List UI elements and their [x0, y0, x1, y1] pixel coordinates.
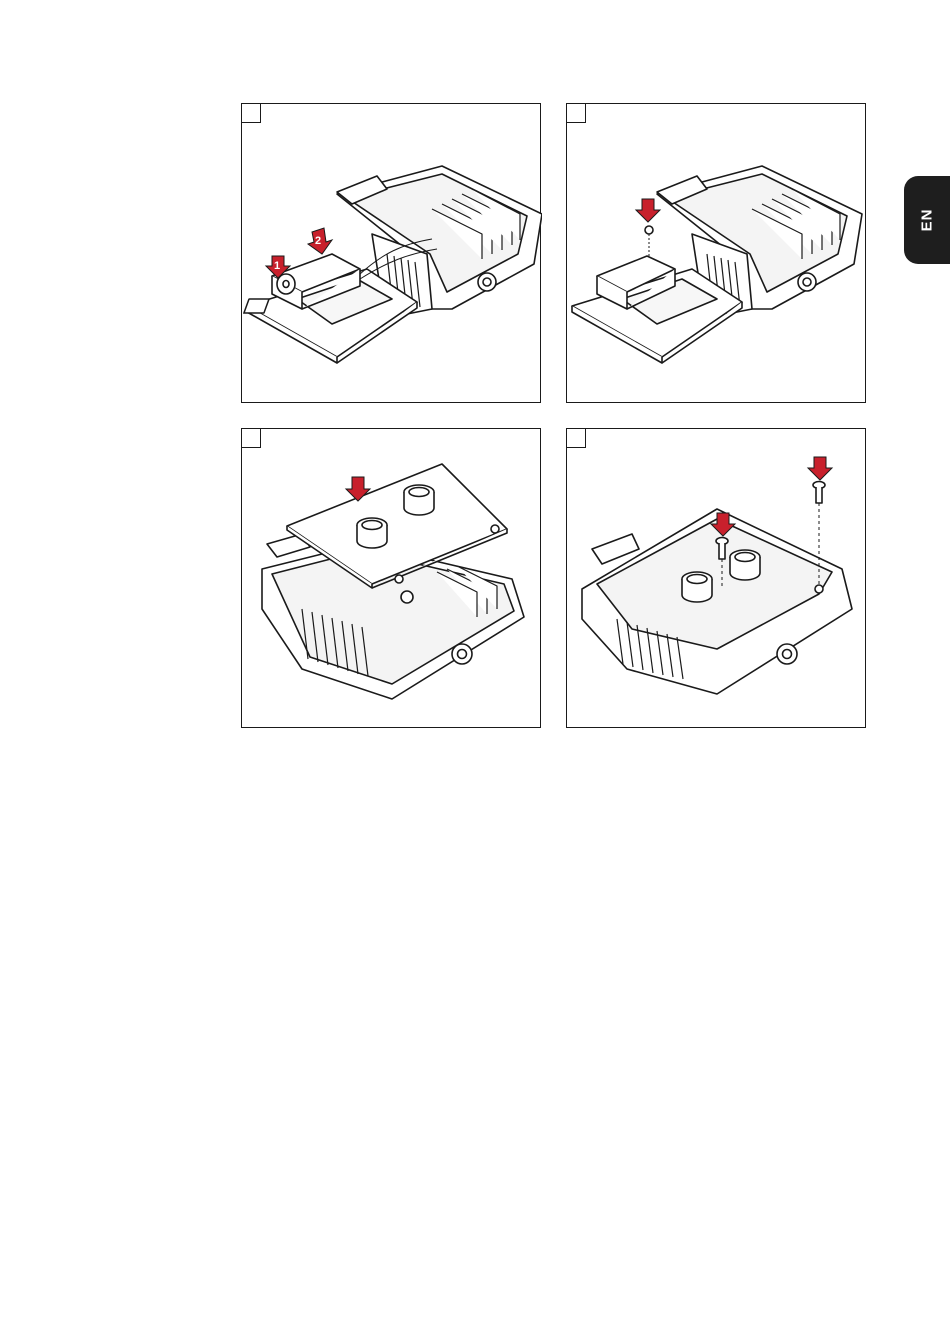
knob-icon: [357, 518, 387, 548]
screw-icon: [813, 482, 825, 504]
callout-2: 2: [315, 235, 321, 247]
push-arrow-icon: [636, 199, 660, 222]
language-tab-label: EN: [919, 209, 936, 232]
knob-icon: [730, 550, 760, 580]
screw-icon: [645, 226, 653, 234]
illustration-fasten-cover: [567, 429, 867, 729]
instruction-panel-1: 1 2: [241, 103, 541, 403]
illustration-screw-module: [567, 104, 867, 404]
illustration-place-cover: [242, 429, 542, 729]
illustration-install-module: 1 2: [242, 104, 542, 404]
instruction-panel-2: [566, 103, 866, 403]
instruction-panel-3: [241, 428, 541, 728]
language-tab: EN: [904, 176, 950, 264]
knob-icon: [682, 572, 712, 602]
instruction-panel-4: [566, 428, 866, 728]
knob-icon: [404, 485, 434, 515]
push-arrow-icon: [808, 457, 832, 480]
callout-1: 1: [274, 260, 280, 272]
